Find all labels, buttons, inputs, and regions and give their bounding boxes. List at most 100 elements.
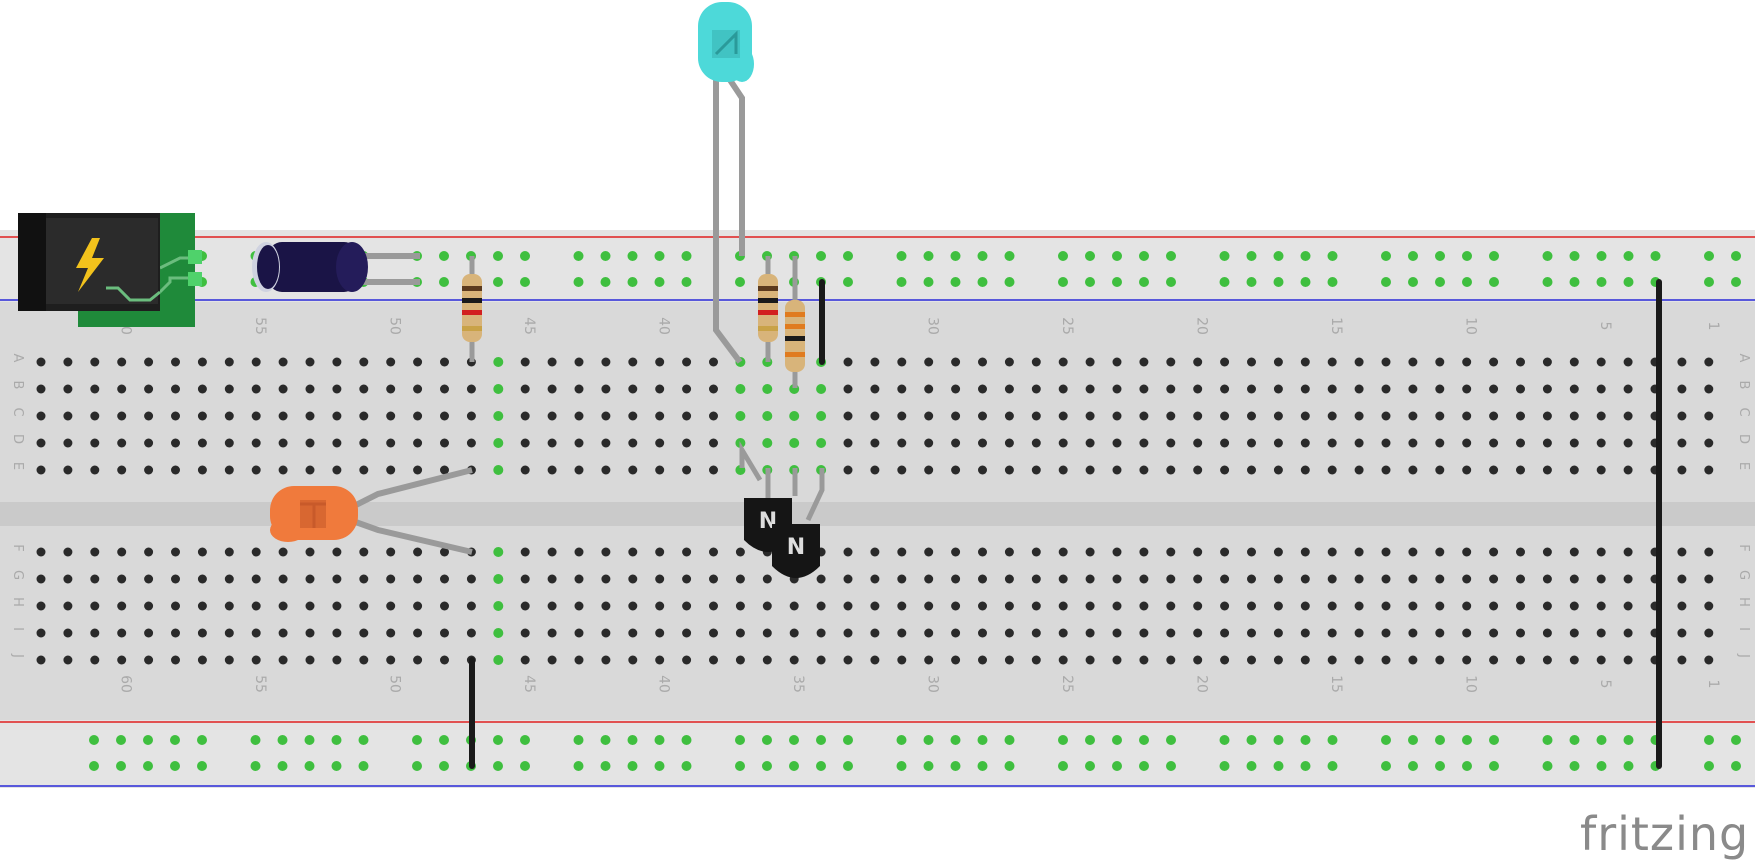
breadboard-hole[interactable] [1569,357,1579,367]
breadboard-hole[interactable] [1462,574,1472,584]
breadboard-hole-connected[interactable] [600,761,611,771]
breadboard-hole[interactable] [1354,357,1364,367]
breadboard-hole-connected[interactable] [493,628,504,638]
breadboard-hole-connected[interactable] [896,277,907,287]
breadboard-hole[interactable] [1139,438,1149,448]
breadboard-hole[interactable] [870,465,880,475]
breadboard-hole[interactable] [1462,411,1472,421]
breadboard-hole[interactable] [1327,628,1337,638]
breadboard-hole-connected[interactable] [116,761,126,771]
breadboard-hole[interactable] [601,411,611,421]
breadboard-hole[interactable] [1704,574,1714,584]
breadboard-hole[interactable] [1220,574,1230,584]
breadboard-hole[interactable] [1569,411,1579,421]
breadboard-hole[interactable] [870,655,880,665]
breadboard-hole[interactable] [628,547,638,557]
breadboard-hole[interactable] [1677,465,1687,475]
breadboard-hole-connected[interactable] [1246,251,1257,261]
breadboard-hole[interactable] [224,547,234,557]
breadboard-hole[interactable] [843,411,853,421]
breadboard-hole-connected[interactable] [789,411,800,421]
breadboard-hole-connected[interactable] [681,761,692,771]
breadboard-hole[interactable] [709,357,718,367]
breadboard-hole[interactable] [870,547,880,557]
breadboard-hole[interactable] [1112,438,1122,448]
resistor-2[interactable] [758,256,778,362]
breadboard-hole[interactable] [1085,438,1095,448]
breadboard-hole[interactable] [1220,384,1230,394]
breadboard-hole[interactable] [1085,384,1095,394]
breadboard-hole[interactable] [1516,574,1525,584]
breadboard-hole[interactable] [1542,357,1552,367]
breadboard-hole[interactable] [1623,655,1633,665]
breadboard-hole[interactable] [897,438,907,448]
breadboard-hole[interactable] [278,574,288,584]
breadboard-hole[interactable] [816,655,826,665]
breadboard-hole-connected[interactable] [1246,761,1257,771]
breadboard-hole[interactable] [1300,601,1310,611]
breadboard-hole-connected[interactable] [439,735,449,745]
breadboard-hole[interactable] [1569,438,1579,448]
breadboard-hole[interactable] [1704,438,1714,448]
breadboard-hole[interactable] [1623,357,1633,367]
breadboard-hole[interactable] [1489,465,1499,475]
breadboard-hole[interactable] [1704,547,1714,557]
led-cyan[interactable] [698,2,754,364]
breadboard-hole[interactable] [1139,655,1149,665]
breadboard-hole[interactable] [574,628,584,638]
breadboard-hole[interactable] [1516,357,1525,367]
breadboard-hole[interactable] [1193,465,1203,475]
breadboard-hole[interactable] [36,357,46,367]
breadboard-hole-connected[interactable] [143,735,153,745]
breadboard-hole[interactable] [1085,601,1095,611]
breadboard-hole[interactable] [1489,547,1499,557]
breadboard-hole[interactable] [90,384,100,394]
breadboard-hole[interactable] [1435,357,1445,367]
breadboard-hole-connected[interactable] [1623,761,1634,771]
breadboard-hole[interactable] [171,628,180,638]
breadboard-hole[interactable] [1623,628,1633,638]
breadboard-hole[interactable] [1489,411,1499,421]
breadboard-hole[interactable] [574,438,584,448]
breadboard-hole[interactable] [655,601,665,611]
breadboard-hole[interactable] [924,547,934,557]
breadboard-hole[interactable] [1327,384,1337,394]
breadboard-hole[interactable] [1004,384,1014,394]
breadboard-hole[interactable] [386,438,396,448]
breadboard-hole[interactable] [224,628,234,638]
breadboard-hole[interactable] [1381,357,1391,367]
breadboard-hole[interactable] [601,384,611,394]
breadboard-hole[interactable] [897,655,907,665]
breadboard-hole[interactable] [1462,547,1472,557]
breadboard-hole[interactable] [951,601,961,611]
breadboard-hole[interactable] [305,465,315,475]
breadboard-hole-connected[interactable] [681,251,692,261]
breadboard-hole-connected[interactable] [1462,277,1472,287]
breadboard-hole[interactable] [978,601,987,611]
breadboard-hole[interactable] [413,465,423,475]
breadboard-hole[interactable] [1220,438,1230,448]
breadboard-hole[interactable] [144,601,154,611]
breadboard-hole-connected[interactable] [573,761,584,771]
breadboard-hole[interactable] [897,574,907,584]
breadboard-hole[interactable] [682,655,692,665]
breadboard-hole-connected[interactable] [816,735,826,745]
breadboard-hole[interactable] [359,628,369,638]
breadboard-hole-connected[interactable] [1381,761,1391,771]
breadboard-hole[interactable] [709,438,718,448]
breadboard-hole[interactable] [951,438,961,448]
breadboard-hole[interactable] [224,574,234,584]
breadboard-hole[interactable] [1516,384,1525,394]
breadboard-hole-connected[interactable] [1462,735,1472,745]
breadboard-hole[interactable] [197,357,207,367]
breadboard-hole[interactable] [278,411,288,421]
breadboard-hole-connected[interactable] [950,761,961,771]
breadboard-hole[interactable] [1220,411,1230,421]
breadboard-hole[interactable] [1327,574,1337,584]
breadboard-hole[interactable] [1300,465,1310,475]
breadboard-hole[interactable] [924,601,934,611]
breadboard-hole[interactable] [466,411,476,421]
breadboard-hole[interactable] [1166,601,1176,611]
breadboard-hole-connected[interactable] [950,735,961,745]
breadboard-hole[interactable] [197,384,207,394]
